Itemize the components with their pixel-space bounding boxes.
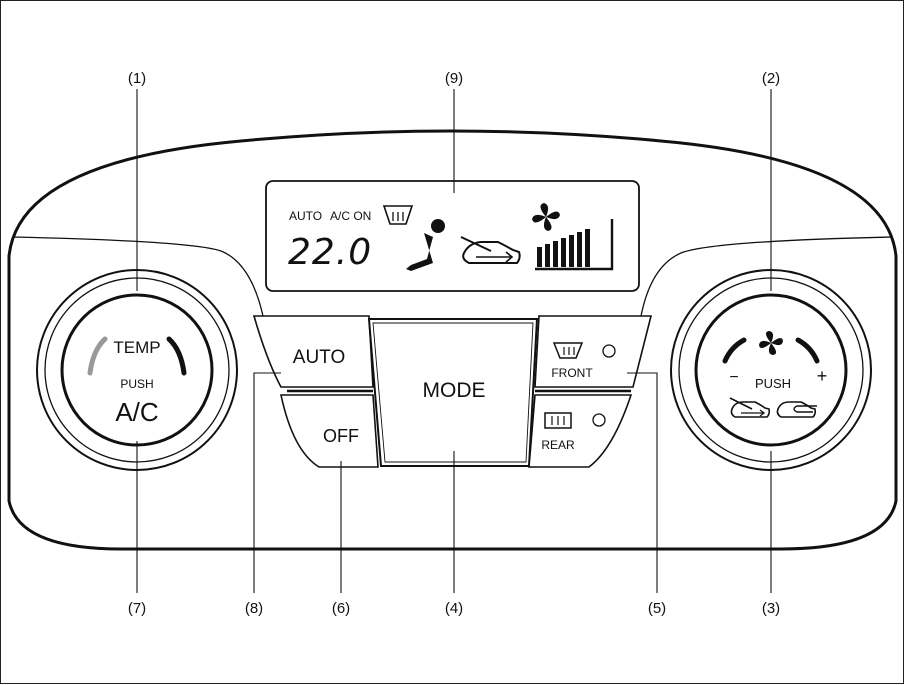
front-defrost-icon — [552, 342, 584, 359]
panel-right-contour — [640, 236, 894, 317]
mode-button-bevel — [372, 322, 534, 463]
display-fan-level-frame — [535, 219, 614, 271]
rear-defrost-label: REAR — [541, 438, 575, 452]
auto-button-label: AUTO — [293, 347, 345, 368]
callout-1: (1) — [128, 70, 146, 87]
temp-label: TEMP — [113, 338, 160, 357]
callout-8: (8) — [245, 600, 263, 617]
front-defrost-label: FRONT — [551, 366, 593, 380]
callout-6: (6) — [332, 600, 350, 617]
front-defrost-button[interactable] — [534, 315, 653, 388]
callout-9: (9) — [445, 70, 463, 87]
callout-5: (5) — [648, 600, 666, 617]
fan-knob-fan-icon — [759, 331, 783, 355]
rear-defrost-icon — [544, 412, 572, 429]
leader-8 — [253, 372, 281, 593]
fan-speed-low-arc — [722, 337, 747, 364]
callout-7: (7) — [128, 600, 146, 617]
display-temperature: 22.0 — [288, 232, 372, 273]
fan-minus-label: − — [729, 369, 738, 386]
leader-lines — [136, 89, 772, 593]
panel-left-contour — [12, 236, 264, 317]
callout-2: (2) — [762, 70, 780, 87]
display-front-defrost-icon — [382, 205, 414, 225]
callout-3: (3) — [762, 600, 780, 617]
off-button-label: OFF — [323, 426, 359, 446]
fresh-air-icon — [776, 401, 817, 418]
recirculation-icon — [729, 397, 771, 418]
callout-4: (4) — [445, 600, 463, 617]
temp-warm-arc — [166, 336, 187, 376]
display-airflow-person-icon — [406, 219, 445, 271]
rear-defrost-indicator — [592, 413, 606, 427]
display-ac-on-label: A/C ON — [330, 209, 371, 223]
front-defrost-indicator — [602, 344, 616, 358]
display-fan-icon — [532, 203, 560, 231]
temp-cool-arc — [87, 336, 108, 376]
auto-button[interactable] — [252, 315, 374, 388]
fan-plus-label: + — [817, 366, 828, 386]
temp-knob-push-label: PUSH — [120, 377, 153, 391]
fan-speed-high-arc — [795, 337, 820, 364]
leader-5 — [627, 372, 658, 593]
mode-button-label: MODE — [423, 379, 486, 402]
display-auto-label: AUTO — [289, 209, 322, 223]
off-button[interactable] — [280, 394, 379, 468]
ac-label: A/C — [115, 397, 158, 427]
fan-knob-push-label: PUSH — [755, 376, 791, 391]
display-recirculation-icon — [460, 236, 521, 264]
display-fan-level-bars — [537, 229, 590, 267]
